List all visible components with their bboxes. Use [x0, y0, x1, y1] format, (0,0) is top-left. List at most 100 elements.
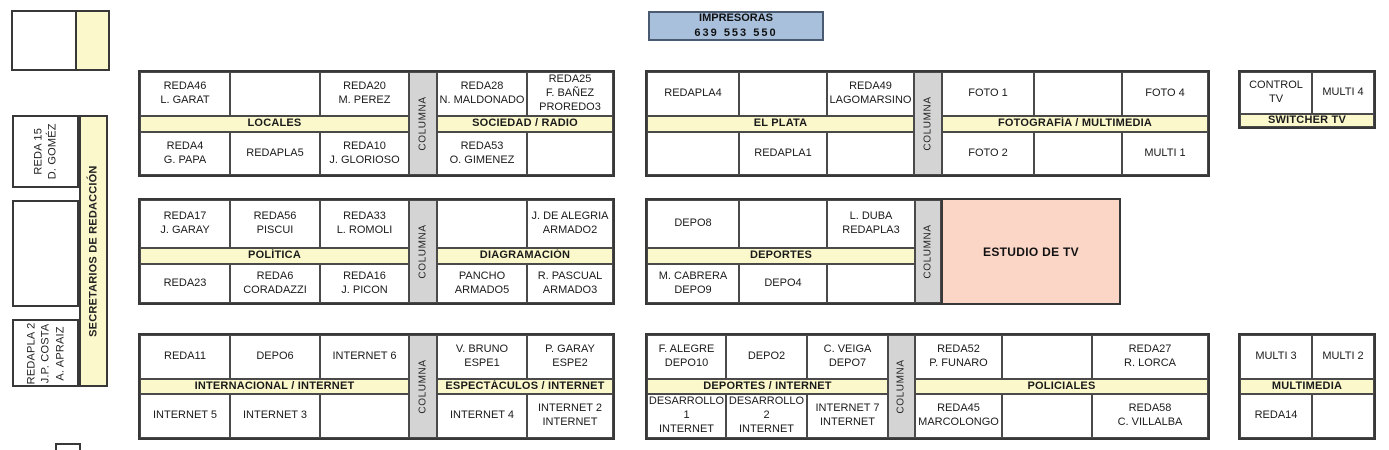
section-band-locales: LOCALES [140, 116, 409, 132]
desk-cell: DEPO6 [230, 335, 320, 379]
desk-cell: REDA28 N. MALDONADO [437, 72, 527, 116]
desk-cell [827, 132, 914, 175]
columna-label: COLUMNA [417, 224, 429, 279]
desk-cell: REDA16 J. PICON [320, 264, 409, 303]
desk-redapla2-costa-apraiz: REDAPLA 2 J.P. COSTA A. APRAIZ [12, 319, 79, 387]
printers-numbers: 639 553 550 [694, 27, 778, 39]
section-locales-sociedad: REDA46 L. GARAT REDA20 M. PEREZ COLUMNA … [138, 70, 615, 177]
desk-cell: REDA10 J. GLORIOSO [320, 132, 409, 175]
corner-room-box [11, 10, 110, 71]
section-band-policiales: POLICIALES [915, 379, 1208, 394]
columna-label: COLUMNA [922, 224, 934, 279]
desk-cell: REDA25 F. BAÑEZ PROREDO3 [527, 72, 613, 116]
cutoff-box [55, 443, 81, 450]
columna-pillar: COLUMNA [914, 72, 942, 175]
section-band-politica: POLÍTICA [140, 248, 409, 264]
desk-cell: M. CABRERA DEPO9 [647, 264, 739, 303]
desk-cell [527, 132, 613, 175]
desk-cell: R. PASCUAL ARMADO3 [527, 264, 613, 303]
columna-label: COLUMNA [417, 359, 429, 414]
section-band-diagramacion: DIAGRAMACIÓN [437, 248, 613, 264]
columna-pillar: COLUMNA [915, 200, 941, 303]
desk-cell [437, 200, 527, 248]
desk-cell [647, 132, 739, 175]
desk-cell: INTERNET 3 [230, 394, 320, 438]
columna-label: COLUMNA [922, 96, 934, 151]
section-politica-diagramacion: REDA17 J. GARAY REDA56 PISCUI REDA33 L. … [138, 198, 615, 305]
desk-cell: DESARROLLO 2 INTERNET [726, 394, 807, 438]
tv-studio-label: ESTUDIO DE TV [983, 244, 1079, 259]
desk-cell [1034, 132, 1122, 175]
desk-cell: REDA11 [140, 335, 230, 379]
desk-cell: MULTI 2 [1312, 335, 1374, 379]
desk-cell: DEPO4 [739, 264, 827, 303]
desk-cell: REDA52 P. FUNARO [915, 335, 1002, 379]
desk-cell: MULTI 4 [1312, 72, 1374, 114]
secretarios-strip: SECRETARIOS DE REDACCIÓN [79, 115, 108, 387]
section-internacional-espectaculos: REDA11 DEPO6 INTERNET 6 COLUMNA V. BRUNO… [138, 333, 615, 440]
desk-cell: INTERNET 4 [437, 394, 527, 438]
tv-studio-area: ESTUDIO DE TV [941, 198, 1121, 305]
desk-cell: INTERNET 6 [320, 335, 409, 379]
section-band-multimedia: MULTIMEDIA [1240, 379, 1374, 394]
desk-cell: REDAPLA4 [647, 72, 739, 116]
desk-cell: MULTI 1 [1122, 132, 1208, 175]
desk-cell: REDA45 MARCOLONGO [915, 394, 1002, 438]
columna-pillar: COLUMNA [409, 200, 437, 303]
printers-title: IMPRESORAS [699, 12, 773, 25]
desk-cell: REDA27 R. LORCA [1092, 335, 1208, 379]
section-band-fotografia: FOTOGRAFÍA / MULTIMEDIA [942, 116, 1208, 132]
section-band-espectaculos: ESPECTÁCULOS / INTERNET [437, 379, 613, 394]
columna-label: COLUMNA [417, 96, 429, 151]
section-multimedia: MULTI 3 MULTI 2 MULTIMEDIA REDA14 [1238, 333, 1376, 440]
desk-cell: REDA46 L. GARAT [140, 72, 230, 116]
desk-cell: J. DE ALEGRIA ARMADO2 [527, 200, 613, 248]
desk-cell: REDAPLA1 [739, 132, 827, 175]
section-band-sociedad-radio: SOCIEDAD / RADIO [437, 116, 613, 132]
desk-cell: V. BRUNO ESPE1 [437, 335, 527, 379]
section-band-deportes: DEPORTES [647, 248, 915, 264]
desk-cell: REDA33 L. ROMOLI [320, 200, 409, 248]
desk-cell: INTERNET 7 INTERNET [807, 394, 888, 438]
desk-cell: REDA56 PISCUI [230, 200, 320, 248]
desk-cell: FOTO 2 [942, 132, 1034, 175]
desk-cell: L. DUBA REDAPLA3 [827, 200, 915, 248]
desk-cell: REDA23 [140, 264, 230, 303]
desk-cell: F. ALEGRE DEPO10 [647, 335, 726, 379]
desk-cell: MULTI 3 [1240, 335, 1312, 379]
section-band-switcher: SWITCHER TV [1240, 114, 1374, 127]
section-band-elplata: EL PLATA [647, 116, 914, 132]
desk-empty-middle [12, 200, 79, 307]
desk-label: REDAPLA 2 J.P. COSTA A. APRAIZ [25, 322, 66, 384]
section-band-deportes-internet: DEPORTES / INTERNET [647, 379, 888, 394]
secretarios-strip-label: SECRETARIOS DE REDACCIÓN [87, 165, 100, 337]
section-switcher-tv: CONTROL TV MULTI 4 SWITCHER TV [1238, 70, 1376, 129]
desk-cell: REDA53 O. GIMENEZ [437, 132, 527, 175]
section-deportesinternet-policiales: F. ALEGRE DEPO10 DEPO2 C. VEIGA DEPO7 CO… [645, 333, 1210, 440]
desk-cell: P. GARAY ESPE2 [527, 335, 613, 379]
desk-cell: REDAPLA5 [230, 132, 320, 175]
desk-label: REDA 15 D. GOMÉZ [32, 123, 59, 180]
printers-box: IMPRESORAS 639 553 550 [648, 11, 824, 41]
desk-cell [1034, 72, 1122, 116]
desk-cell: DEPO2 [726, 335, 807, 379]
desk-cell: REDA20 M. PEREZ [320, 72, 409, 116]
desk-cell: FOTO 1 [942, 72, 1034, 116]
section-deportes: DEPO8 L. DUBA REDAPLA3 COLUMNA DEPORTES … [645, 198, 943, 305]
section-elplata-fotografia: REDAPLA4 REDA49 LAGOMARSINO COLUMNA FOTO… [645, 70, 1210, 177]
desk-cell: DEPO8 [647, 200, 739, 248]
desk-cell: REDA17 J. GARAY [140, 200, 230, 248]
columna-pillar: COLUMNA [409, 72, 437, 175]
desk-cell: REDA14 [1240, 394, 1312, 438]
desk-cell: DESARROLLO 1 INTERNET [647, 394, 726, 438]
desk-cell: REDA49 LAGOMARSINO [827, 72, 914, 116]
desk-cell: INTERNET 5 [140, 394, 230, 438]
desk-cell: PANCHO ARMADO5 [437, 264, 527, 303]
columna-pillar: COLUMNA [409, 335, 437, 438]
desk-cell [739, 72, 827, 116]
corner-room-yellow-strip [75, 12, 108, 69]
desk-reda15-gomez: REDA 15 D. GOMÉZ [12, 115, 79, 188]
desk-cell [320, 394, 409, 438]
desk-cell [827, 264, 915, 303]
